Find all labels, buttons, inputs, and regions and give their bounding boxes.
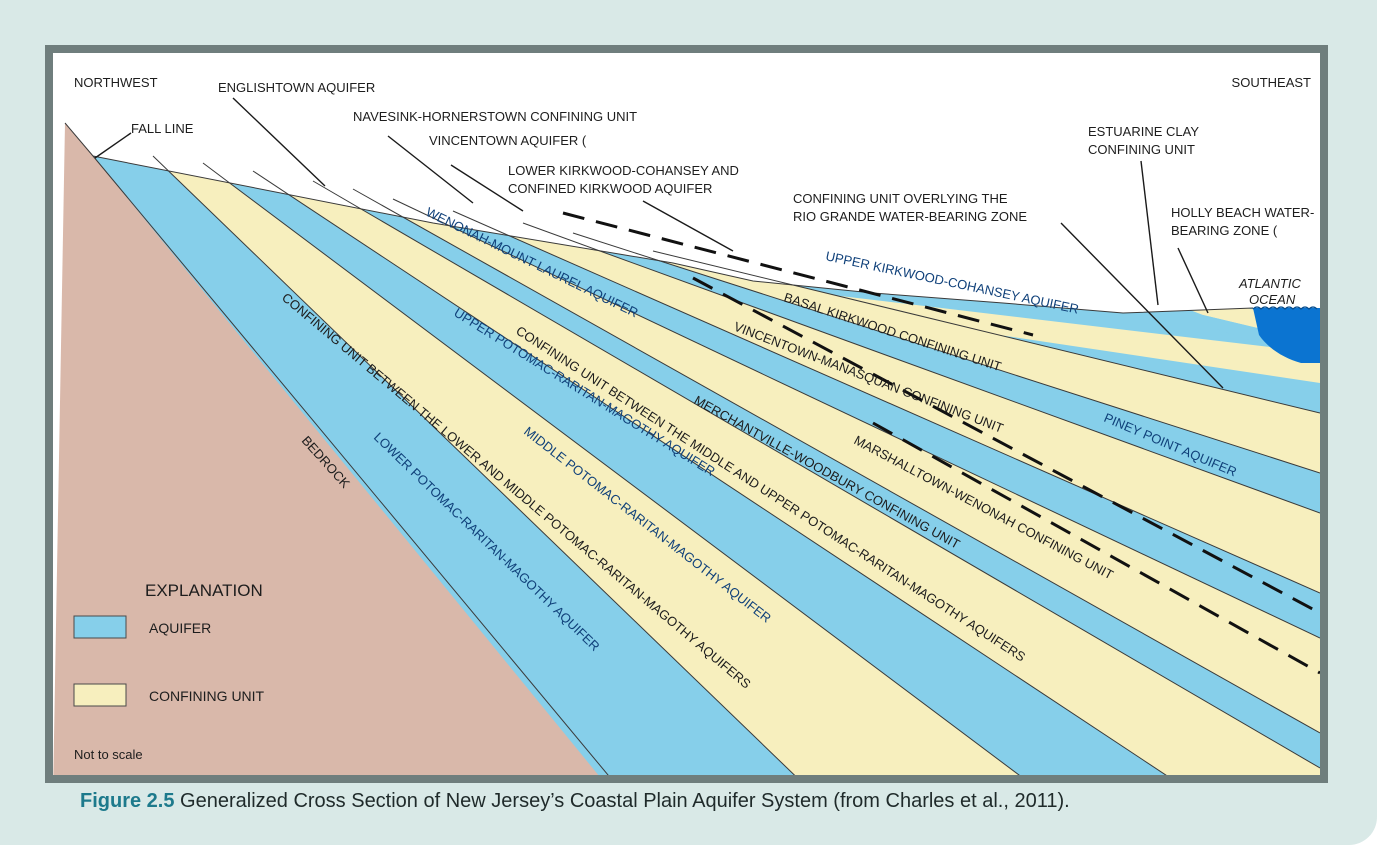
ocean-wave-line [1252,306,1318,310]
estuarine-label-1: ESTUARINE CLAY [1088,124,1199,139]
northwest-label: NORTHWEST [74,75,158,90]
legend-aquifer-label: AQUIFER [149,620,211,636]
holly-beach-label-1: HOLLY BEACH WATER- [1171,205,1314,220]
dashed-contacts [562,211,1320,675]
caption-text: Generalized Cross Section of New Jersey’… [174,790,1070,812]
englishtown-label: ENGLISHTOWN AQUIFER [218,80,375,95]
figure-caption: Figure 2.5 Generalized Cross Section of … [80,790,1070,813]
atlantic-ocean [1253,308,1320,363]
estuarine-label-2: CONFINING UNIT [1088,142,1195,157]
lower-prm-aquifer-band [93,156,813,775]
legend-confining-label: CONFINING UNIT [149,688,265,704]
figure-number: Figure 2.5 [80,790,175,812]
atlantic-label-1: ATLANTIC [1238,276,1301,291]
legend-title: EXPLANATION [145,581,263,600]
legend-confining-swatch [73,683,127,707]
atlantic-label-2: OCEAN [1249,292,1296,307]
basal-kirkwood-band [773,288,1320,383]
scale-note: Not to scale [74,747,143,762]
legend-aquifer-swatch [73,615,127,639]
cross-section-figure: NORTHWEST SOUTHEAST FALL LINE ENGLISHTOW… [53,53,1320,775]
rio-grande-label-1: CONFINING UNIT OVERLYING THE [793,191,1008,206]
vincentown-aquifer-label: VINCENTOWN AQUIFER ( [429,133,587,148]
lower-kirkwood-label-1: LOWER KIRKWOOD-COHANSEY AND [508,163,739,178]
lower-kirkwood-label-2: CONFINED KIRKWOOD AQUIFER [508,181,712,196]
southeast-label: SOUTHEAST [1232,75,1312,90]
cu-lower-middle-band [153,156,1043,775]
fall-line-label: FALL LINE [131,121,194,136]
middle-prm-aquifer-band [203,163,1193,775]
holly-beach-label-2: BEARING ZONE ( [1171,223,1278,238]
boundary-lines [64,122,1320,775]
navesink-label: NAVESINK-HORNERSTOWN CONFINING UNIT [353,109,637,124]
cross-section-svg: NORTHWEST SOUTHEAST FALL LINE ENGLISHTOW… [53,75,1320,775]
rio-grande-label-2: RIO GRANDE WATER-BEARING ZONE [793,209,1027,224]
cu-middle-upper-band [253,171,1320,775]
leader-lines [94,97,1224,389]
